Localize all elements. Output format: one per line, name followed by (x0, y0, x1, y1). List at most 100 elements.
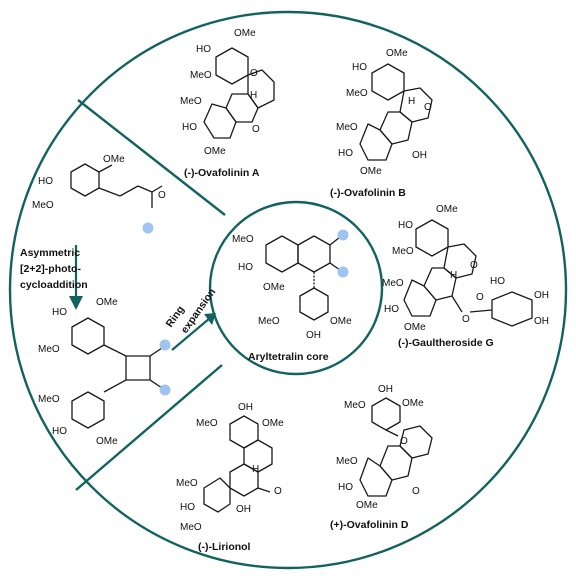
oh-label: OH (306, 330, 321, 341)
meo-label: MeO (344, 400, 366, 411)
ome-label: OMe (262, 418, 284, 429)
ring-o-label: O (400, 436, 408, 447)
h-label: H (408, 96, 415, 107)
ome-label: OMe (404, 322, 426, 333)
ovafolinin-a-caption: (-)-Ovafolinin A (184, 167, 260, 179)
ring-d (371, 63, 405, 101)
meo-label: MeO (196, 418, 218, 429)
ovafolinin-a-structure: OMe HO MeO O H MeO HO O OMe (180, 28, 275, 157)
ring-o-label: O (424, 102, 432, 113)
oh-label: OH (236, 504, 251, 515)
meo-label: MeO (232, 234, 254, 245)
ketone-o-label: O (158, 190, 166, 201)
substituent-dot (159, 384, 171, 396)
ring-aryl (403, 279, 437, 317)
substituent-dot (142, 222, 154, 234)
ho-label: HO (398, 220, 413, 231)
ome-label: OMe (103, 154, 125, 165)
ring-d (415, 219, 449, 257)
oh-label: OH (534, 290, 549, 301)
oh-label: OH (378, 384, 393, 395)
ring-tetralin (379, 111, 413, 145)
meo-label: MeO (180, 522, 202, 533)
gaultheroside-g-caption: (-)-Gaultheroside G (398, 337, 494, 349)
substituent-dot (337, 266, 349, 278)
ovafolinin-d-structure: OH MeO OMe O MeO HO O OMe (336, 384, 433, 511)
aryl-ring (70, 163, 100, 197)
ome-label: OMe (356, 500, 378, 511)
ring-blue (203, 477, 231, 513)
meo-label: MeO (38, 394, 60, 405)
ho-label: HO (196, 44, 211, 55)
meo-label: MeO (190, 70, 212, 81)
ho-label: HO (338, 148, 353, 159)
ring-aryl (359, 457, 393, 497)
tetralin-ring (297, 235, 331, 273)
ho-label: HO (52, 426, 67, 437)
aryltetralin-core-caption: Aryltetralin core (248, 351, 329, 363)
aryl-ring-a (265, 235, 299, 273)
epoxide-o-label: O (412, 486, 420, 497)
lirionol-structure: OH MeO OMe H MeO O HO OH MeO (176, 402, 284, 533)
meo-label: MeO (392, 246, 414, 257)
ring-aryl (359, 123, 393, 161)
ome-label: OMe (330, 316, 352, 327)
h-label: H (450, 270, 457, 281)
ho-label: HO (180, 502, 195, 513)
h-label: H (252, 464, 259, 475)
oh-label: OH (412, 150, 427, 161)
epoxide-o-label: O (252, 124, 260, 135)
scheme-frame (8, 10, 568, 570)
sugar-o-label: O (476, 292, 484, 303)
ho-label: HO (490, 276, 505, 287)
starting-material: OMe HO MeO O (32, 154, 166, 234)
ketone-o-label: O (274, 486, 282, 497)
outer-circle (8, 10, 568, 570)
glycoside-o-label: O (462, 314, 470, 325)
aryl-ring-bottom (71, 391, 105, 429)
cyclobutane-ring (125, 355, 151, 381)
cyclobutane-intermediate: HO OMe MeO MeO HO OMe (38, 297, 171, 447)
sugar-ring (491, 291, 533, 327)
gaultheroside-g-structure: OMe HO MeO H O MeO HO O O HO OH OH OMe (382, 204, 549, 333)
ome-label: OMe (386, 48, 408, 59)
ome-label: OMe (96, 297, 118, 308)
meo-label: MeO (336, 122, 358, 133)
oh-label: OH (238, 402, 253, 413)
ring-top-aryl (229, 415, 259, 449)
ring-d (215, 47, 249, 85)
ovafolinin-b-caption: (-)-Ovafolinin B (330, 187, 406, 199)
ho-label: HO (238, 262, 253, 273)
step1-line-3: cycloaddition (20, 279, 88, 291)
meo-label: MeO (32, 200, 54, 211)
ring-o-label: O (250, 68, 258, 79)
meo-label: MeO (382, 278, 404, 289)
ho-label: HO (52, 307, 67, 318)
meo-label: MeO (180, 96, 202, 107)
meo-label: MeO (336, 456, 358, 467)
lirionol-caption: (-)-Lirionol (198, 541, 251, 553)
step1-line-1: Asymmetric (20, 247, 80, 259)
lower-divider-line (75, 364, 223, 491)
step1-line-2: [2+2]-photo- (20, 263, 81, 275)
ho-label: HO (352, 62, 367, 73)
ome-label: OMe (360, 166, 382, 177)
upper-divider-line (77, 99, 226, 216)
ovafolinin-d-caption: (+)-Ovafolinin D (330, 519, 409, 531)
ring-expansion-arrow (171, 313, 216, 351)
ring-green (229, 463, 259, 497)
ome-label: OMe (234, 28, 256, 39)
substituent-dot (337, 229, 349, 241)
ring-o-label: O (470, 260, 478, 271)
ovafolinin-b-structure: OMe HO MeO H O MeO HO OH OMe (336, 48, 433, 177)
meo-label: MeO (176, 478, 198, 489)
ho-label: HO (182, 122, 197, 133)
inner-circle (208, 200, 384, 376)
ring-aryl (203, 103, 237, 139)
ring-tetralin (379, 445, 413, 481)
ho-label: HO (38, 176, 53, 187)
h-label: H (250, 90, 257, 101)
ome-label: OMe (96, 436, 118, 447)
aryltetralin-core: MeO HO OMe MeO OMe OH (232, 229, 352, 341)
